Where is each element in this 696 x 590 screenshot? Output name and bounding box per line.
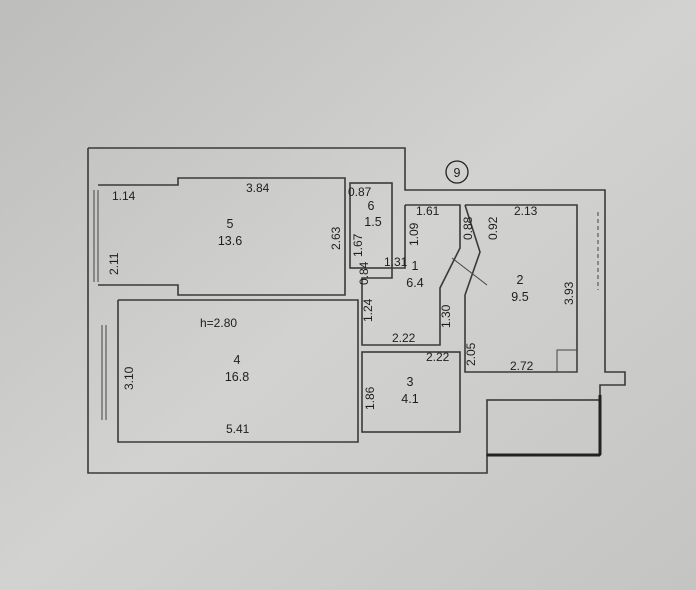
dim: 1.30 xyxy=(439,304,453,328)
room-4-number: 4 xyxy=(234,353,241,367)
room-3-number: 3 xyxy=(407,375,414,389)
room-3-area: 4.1 xyxy=(401,392,418,406)
walls xyxy=(87,147,626,474)
dim: 1.67 xyxy=(351,233,365,257)
dim: 5.41 xyxy=(226,422,250,436)
room-labels: 1 6.4 2 9.5 3 4.1 4 16.8 5 13.6 6 1.5 xyxy=(218,199,529,406)
dim: 1.61 xyxy=(416,204,440,218)
dim: 3.93 xyxy=(562,281,576,305)
room-1-number: 1 xyxy=(412,259,419,273)
room-6-number: 6 xyxy=(368,199,375,213)
dim: 2.22 xyxy=(426,350,450,364)
dimensions: 1.14 3.84 2.11 2.63 0.87 1.67 1.09 1.61 … xyxy=(107,181,576,436)
axis-marker: 9 xyxy=(445,160,469,184)
dim: 1.14 xyxy=(112,189,136,203)
dim: 1.24 xyxy=(361,298,375,322)
room-2-area: 9.5 xyxy=(511,290,528,304)
ceiling-height: h=2.80 xyxy=(200,316,237,330)
dim: 3.10 xyxy=(122,366,136,390)
dim: 0.92 xyxy=(486,216,500,240)
dim: 1.31 xyxy=(384,255,408,269)
dim: 2.13 xyxy=(514,204,538,218)
room-5-number: 5 xyxy=(227,217,234,231)
dim: 2.05 xyxy=(464,342,478,366)
dim: 1.09 xyxy=(407,222,421,246)
room-1-area: 6.4 xyxy=(406,276,423,290)
dim: 3.84 xyxy=(246,181,270,195)
room-5-area: 13.6 xyxy=(218,234,242,248)
dim: 2.22 xyxy=(392,331,416,345)
room-6-area: 1.5 xyxy=(364,215,381,229)
dim: 0.88 xyxy=(461,216,475,240)
dim: 2.63 xyxy=(329,226,343,250)
axis-marker-label: 9 xyxy=(454,166,461,180)
room-2-number: 2 xyxy=(517,273,524,287)
room-4-area: 16.8 xyxy=(225,370,249,384)
dim: 0.84 xyxy=(357,261,371,285)
dim: 2.11 xyxy=(107,252,121,275)
dim: 2.72 xyxy=(510,359,534,373)
dim: 1.86 xyxy=(363,386,377,410)
dim: 0.87 xyxy=(348,185,372,199)
